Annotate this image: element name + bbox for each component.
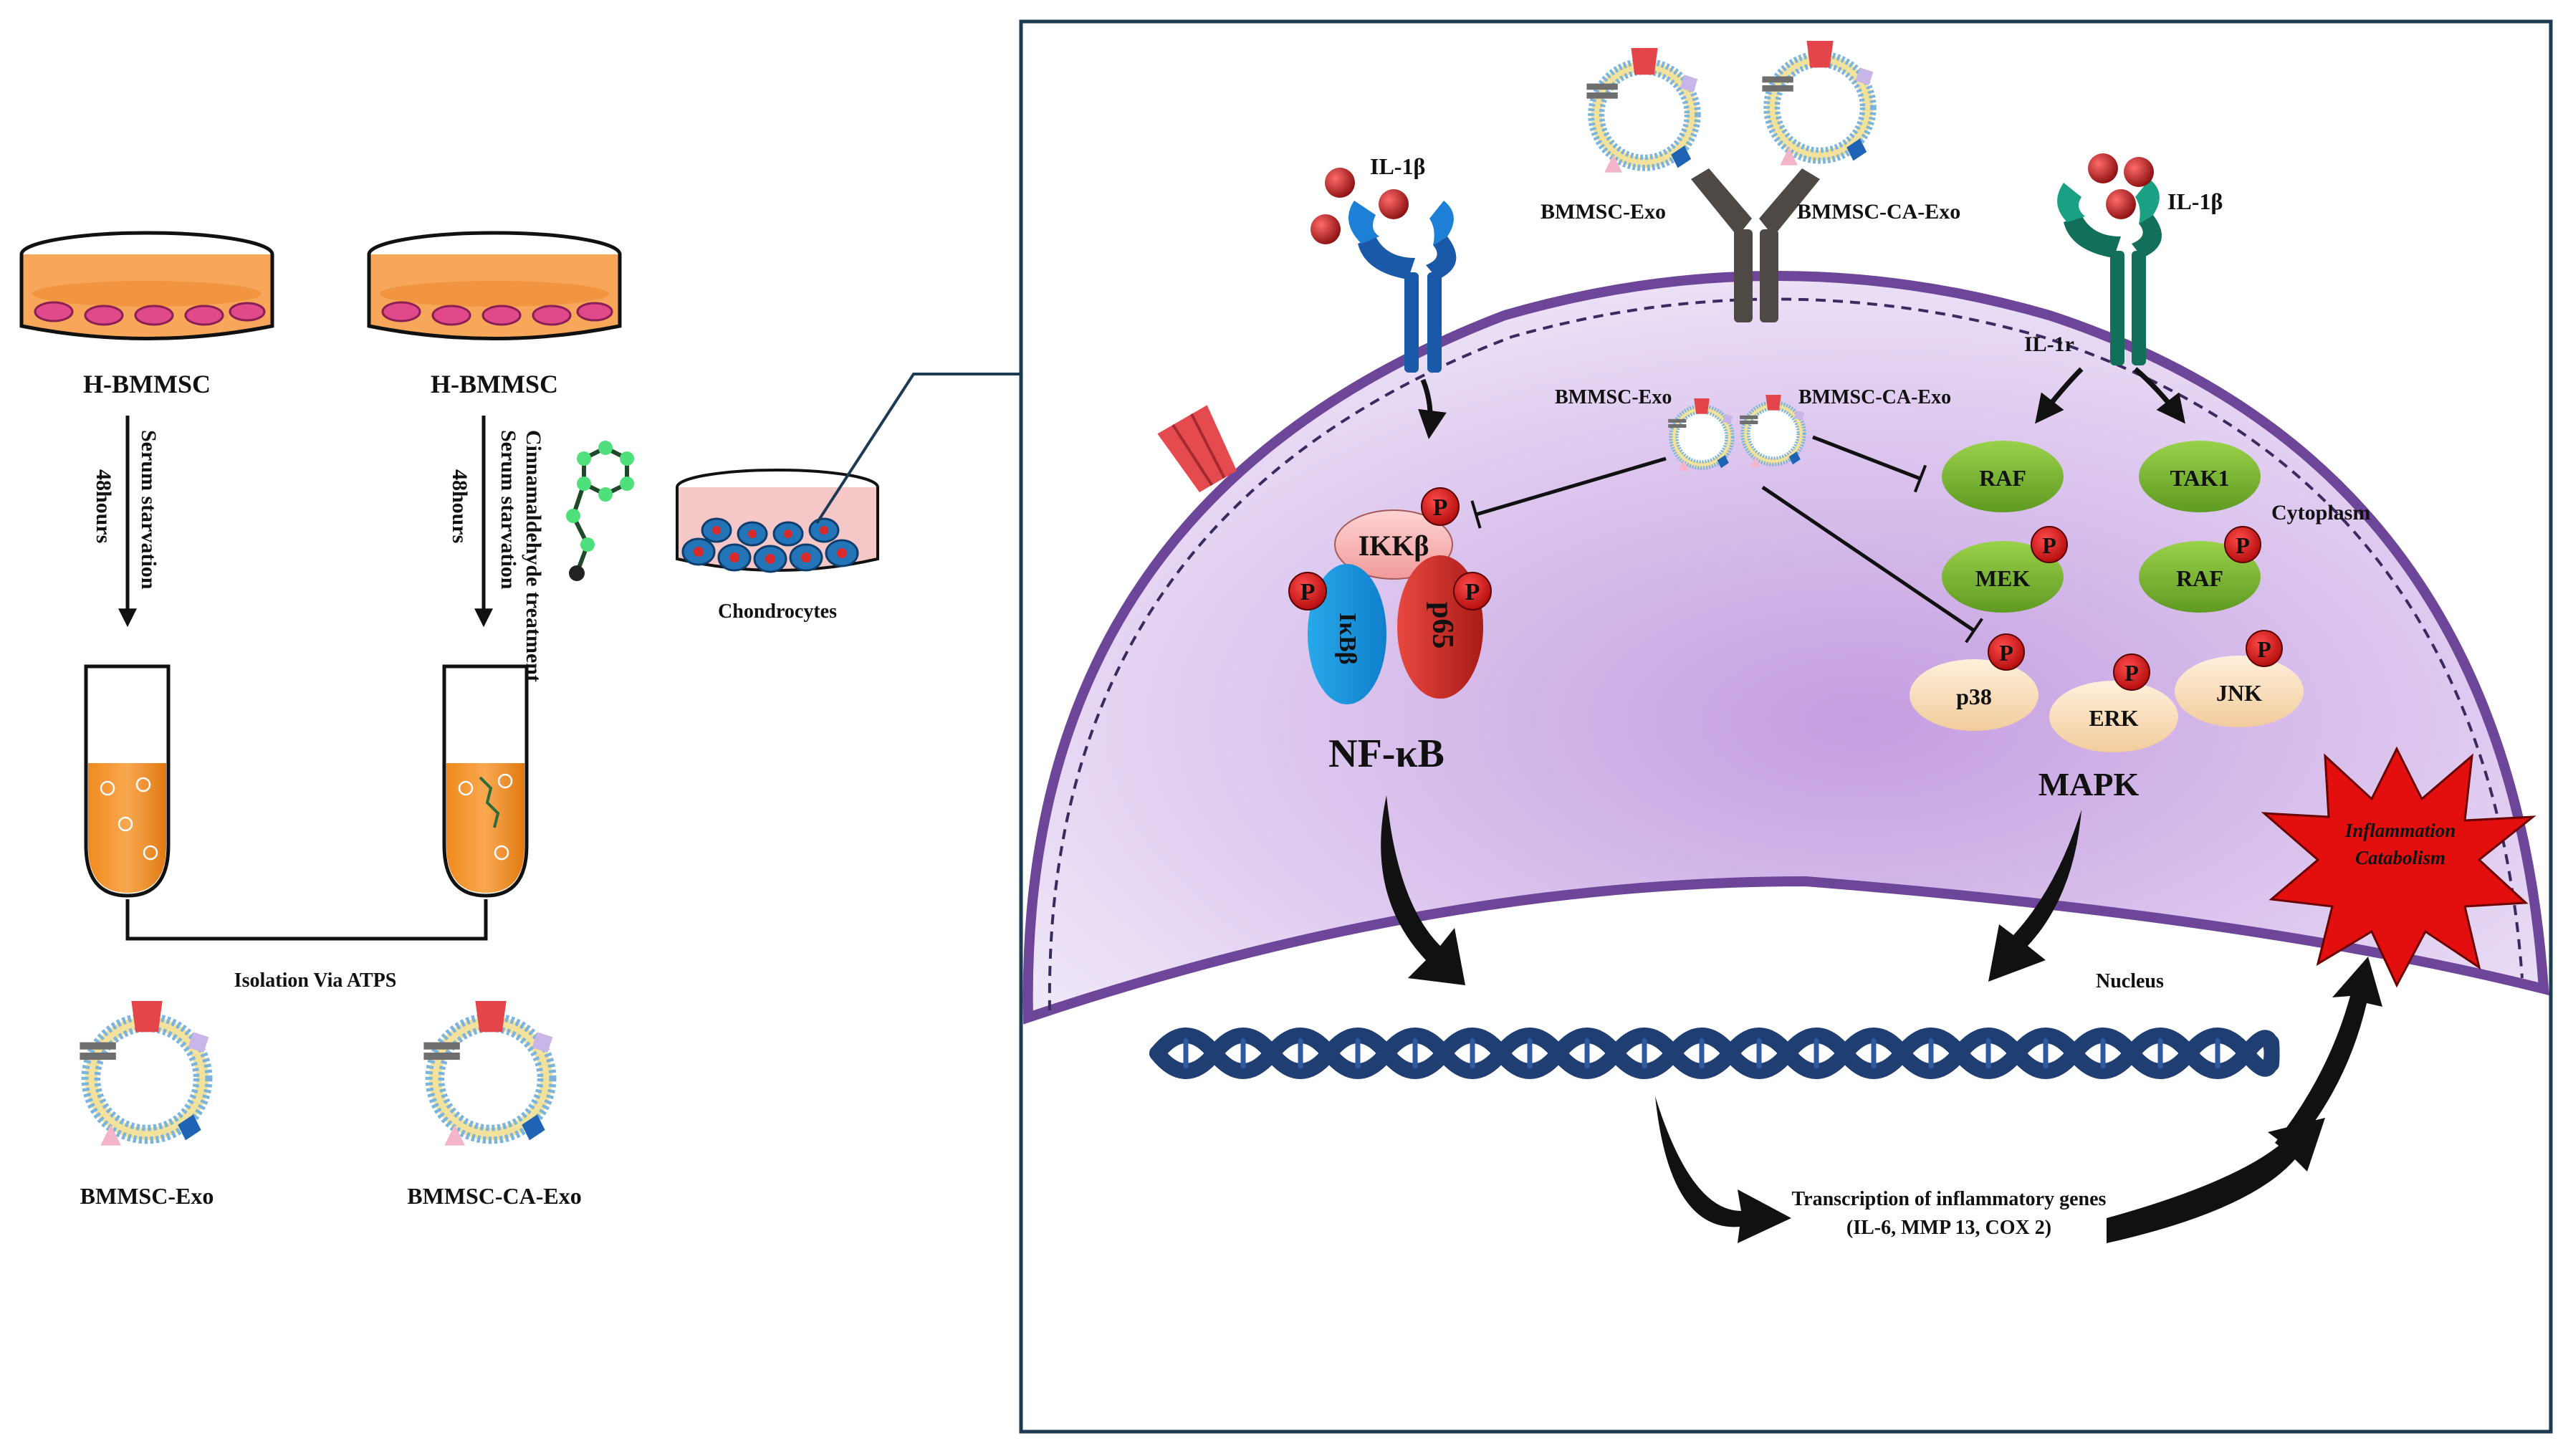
il1b-ligand (2106, 189, 2136, 219)
phospho-label: P (2257, 636, 2271, 662)
tak1-kinase (2139, 441, 2261, 512)
ikba-label: IκBβ (1334, 613, 1361, 665)
mek-label: MEK (1975, 565, 2031, 591)
il1b-ligand (2124, 157, 2154, 187)
phospho-badge-ikkb (1421, 487, 1460, 526)
il1-receptor-right (2057, 179, 2162, 365)
tak1-label: TAK1 (2170, 465, 2230, 491)
transcription-line1: Transcription of inflammatory genes (1792, 1188, 2107, 1210)
phospho-badge-raf2 (2224, 526, 2261, 563)
chondrocyte-dish (676, 469, 879, 573)
phospho-label: P (2236, 532, 2250, 558)
isolation-bracket (125, 899, 488, 941)
raf2-label: RAF (2176, 565, 2223, 591)
phospho-badge-p65 (1453, 572, 1492, 610)
bmmsc-ca-exo-icon (423, 1001, 552, 1146)
nucleus-label: Nucleus (2096, 970, 2164, 992)
cytoplasm-label: Cytoplasm (2271, 501, 2370, 525)
p65-label: p65 (1426, 602, 1459, 648)
exo2-label: BMMSC-CA-Exo (407, 1183, 582, 1209)
phospho-badge-p38 (1988, 633, 2025, 671)
step2-time: 48hours (448, 469, 471, 543)
phospho-label: P (2042, 532, 2056, 558)
transcription-line2: (IL-6, MMP 13, COX 2) (1846, 1217, 2051, 1239)
phospho-badge-mek (2031, 526, 2068, 563)
il1b-ligand (1325, 168, 1355, 198)
phospho-badge-erk (2113, 653, 2150, 691)
bmmsc-exo-icon (80, 1001, 209, 1146)
il1b-ligand (1311, 214, 1341, 244)
big-arrow-dna-to-transcription (1655, 1096, 1791, 1243)
zoom-connector (815, 373, 1021, 525)
mek-kinase (1942, 541, 2064, 613)
tube-1 (84, 664, 171, 898)
inflammation-line2: Catabolism (2355, 847, 2445, 868)
phospho-badge-jnk (2246, 630, 2283, 667)
il1b-left-label: IL-1β (1370, 153, 1425, 179)
chondrocytes-label: Chondrocytes (718, 600, 837, 623)
inflammation-starburst (2261, 746, 2536, 988)
culture-dish-2 (367, 231, 622, 340)
mapk-label: MAPK (2038, 766, 2140, 803)
erk-kinase (2049, 681, 2178, 752)
exo1-label: BMMSC-Exo (80, 1183, 214, 1209)
culture-dish-1 (19, 231, 274, 340)
jnk-label: JNK (2216, 680, 2262, 706)
il1-receptor-left (1348, 201, 1457, 373)
il1b-ligand (2088, 153, 2118, 183)
step1-treatment: Serum starvation (137, 430, 160, 590)
raf1-label: RAF (1979, 465, 2026, 491)
isolation-label: Isolation Via ATPS (234, 969, 397, 992)
membrane-channel-icon (1157, 405, 1237, 492)
raf-kinase-1 (1942, 441, 2064, 512)
inner-exo-right-label: BMMSC-CA-Exo (1798, 386, 1951, 408)
top-exo-left-label: BMMSC-Exo (1541, 200, 1666, 224)
tube-2 (442, 664, 529, 898)
top-exo-right-label: BMMSC-CA-Exo (1797, 200, 1960, 224)
inhibit-raf (1812, 435, 1927, 493)
raf-kinase-2 (2139, 541, 2261, 613)
il1b-right-label: IL-1β (2167, 188, 2223, 214)
step2-treatment-line1: Serum starvation (497, 430, 520, 590)
exosome-receptor (1691, 168, 1820, 322)
dish2-label: H-BMMSC (431, 370, 558, 398)
phospho-badge-ikba (1288, 572, 1327, 610)
inflammation-line1: Inflammation (2344, 820, 2456, 841)
step1-time: 48hours (92, 469, 115, 543)
inner-exo-left-label: BMMSC-Exo (1555, 386, 1672, 408)
inhibit-p38 (1761, 485, 1983, 643)
phospho-label: P (2124, 660, 2139, 686)
cinnamaldehyde-molecule-icon (566, 441, 634, 581)
dish1-label: H-BMMSC (83, 370, 211, 398)
dna-helix (1149, 1028, 2280, 1079)
ikkb-label: IKKβ (1359, 530, 1429, 562)
big-arrow-nfkb (1381, 795, 1465, 985)
jnk-kinase (2175, 656, 2304, 727)
il1r-label: IL-1r (2024, 332, 2074, 356)
il1b-ligand (1379, 189, 1409, 219)
inhibit-nfkb (1470, 456, 1667, 529)
erk-label: ERK (2089, 705, 2138, 731)
p38-kinase (1910, 659, 2038, 731)
big-arrow-mapk (1988, 810, 2081, 982)
phospho-label: P (1465, 579, 1480, 605)
step2-treatment-line2: Cinnamaldehyde treatment (522, 430, 545, 682)
nfkb-complex (1308, 509, 1483, 704)
phospho-label: P (1433, 494, 1448, 521)
big-arrow-transcription-to-inflammation (2107, 957, 2382, 1243)
phospho-label: P (1300, 579, 1316, 605)
p38-label: p38 (1956, 684, 1992, 709)
phospho-label: P (1999, 640, 2013, 666)
nfkb-label: NF-κB (1328, 732, 1444, 776)
